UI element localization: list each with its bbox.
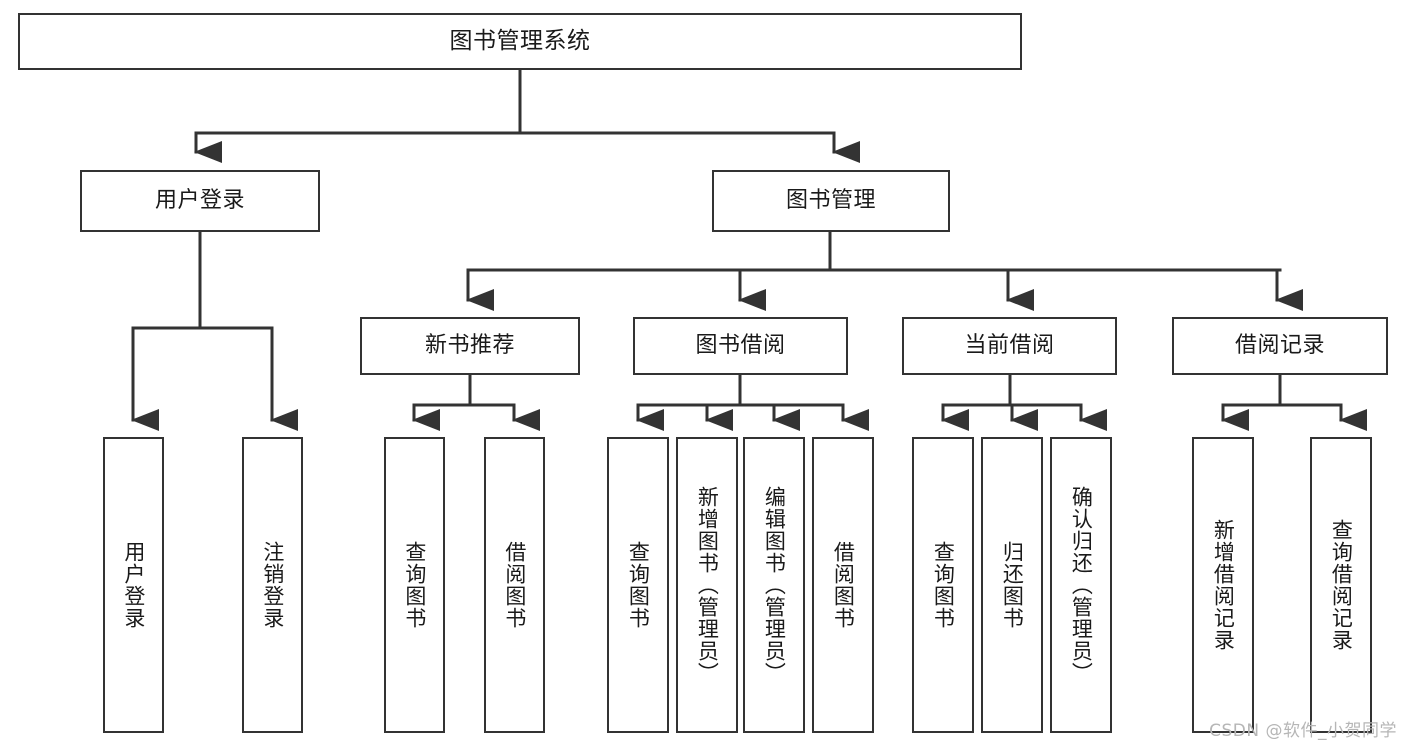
node-leaf-query-record[interactable]: 查询借阅记录 <box>1310 437 1372 733</box>
node-leaf-confirm-return[interactable]: 确认归还（管理员） <box>1050 437 1112 733</box>
node-leaf-add-book[interactable]: 新增图书（管理员） <box>676 437 738 733</box>
node-book-borrow-label: 图书借阅 <box>695 332 786 358</box>
node-leaf-logout-label: 注销登录 <box>260 541 285 629</box>
node-borrow-record[interactable]: 借阅记录 <box>1172 317 1388 375</box>
node-leaf-query-book-3-label: 查询图书 <box>931 541 956 629</box>
node-user-login[interactable]: 用户登录 <box>80 170 320 232</box>
node-leaf-add-record[interactable]: 新增借阅记录 <box>1192 437 1254 733</box>
node-root-label: 图书管理系统 <box>449 28 591 55</box>
node-leaf-logout[interactable]: 注销登录 <box>242 437 303 733</box>
csdn-watermark: CSDN @软件_小贺同学 <box>1209 721 1397 741</box>
node-leaf-query-book-2-label: 查询图书 <box>626 541 651 629</box>
node-book-management[interactable]: 图书管理 <box>712 170 950 232</box>
node-leaf-return-book[interactable]: 归还图书 <box>981 437 1043 733</box>
node-leaf-edit-book-label: 编辑图书（管理员） <box>762 486 787 684</box>
node-leaf-user-login[interactable]: 用户登录 <box>103 437 164 733</box>
node-leaf-borrow-book-2[interactable]: 借阅图书 <box>812 437 874 733</box>
node-user-login-label: 用户登录 <box>154 187 245 213</box>
node-leaf-query-book-3[interactable]: 查询图书 <box>912 437 974 733</box>
node-book-borrow[interactable]: 图书借阅 <box>633 317 848 375</box>
node-leaf-edit-book[interactable]: 编辑图书（管理员） <box>743 437 805 733</box>
node-current-borrow[interactable]: 当前借阅 <box>902 317 1117 375</box>
node-leaf-borrow-book-1[interactable]: 借阅图书 <box>484 437 545 733</box>
node-leaf-add-record-label: 新增借阅记录 <box>1211 519 1236 651</box>
node-leaf-user-login-label: 用户登录 <box>121 541 146 629</box>
node-borrow-record-label: 借阅记录 <box>1234 332 1325 358</box>
node-leaf-query-book-1-label: 查询图书 <box>402 541 427 629</box>
node-leaf-confirm-return-label: 确认归还（管理员） <box>1069 486 1094 684</box>
node-leaf-borrow-book-2-label: 借阅图书 <box>831 541 856 629</box>
node-book-management-label: 图书管理 <box>785 187 876 213</box>
node-root-book-management-system[interactable]: 图书管理系统 <box>18 13 1022 70</box>
node-leaf-query-book-1[interactable]: 查询图书 <box>384 437 445 733</box>
node-leaf-add-book-label: 新增图书（管理员） <box>695 486 720 684</box>
node-current-borrow-label: 当前借阅 <box>964 332 1055 358</box>
node-leaf-query-record-label: 查询借阅记录 <box>1329 519 1354 651</box>
node-leaf-query-book-2[interactable]: 查询图书 <box>607 437 669 733</box>
node-new-book-recommend[interactable]: 新书推荐 <box>360 317 580 375</box>
node-new-book-recommend-label: 新书推荐 <box>424 332 515 358</box>
node-leaf-return-book-label: 归还图书 <box>1000 541 1025 629</box>
node-leaf-borrow-book-1-label: 借阅图书 <box>502 541 527 629</box>
